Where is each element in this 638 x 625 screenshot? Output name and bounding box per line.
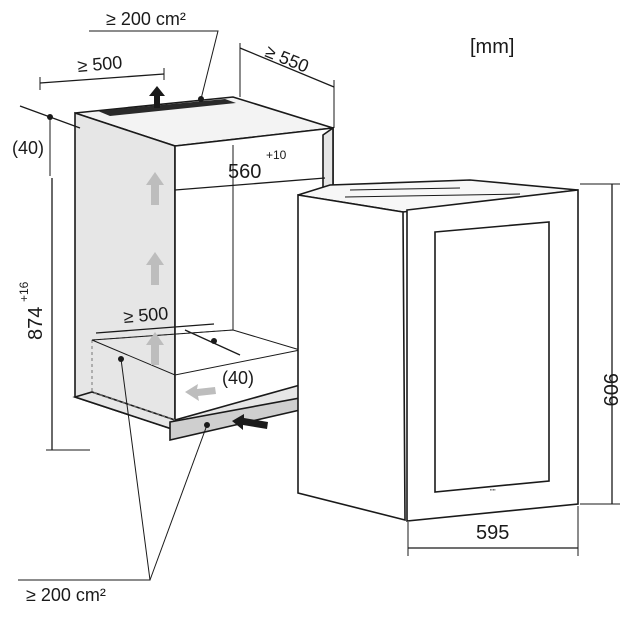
bottom-vent-area-label: ≥ 200 cm² (26, 585, 106, 605)
unit-label: [mm] (470, 36, 514, 58)
airflow-arrow-in (185, 384, 216, 401)
niche-depth-bottom-label: ≥ 500 (123, 303, 169, 327)
airflow-arrow-up-2 (146, 252, 164, 285)
niche-height-tolerance: +16 (17, 281, 31, 302)
niche-width-label: 560 (228, 161, 261, 183)
appliance-height-label: 909 (599, 373, 621, 406)
appliance-glass (434, 221, 550, 493)
gap-bottom-label: (40) (222, 368, 254, 388)
cabinet-left-side (74, 111, 176, 432)
intake-arrow-in (232, 414, 268, 430)
cabinet (72, 96, 334, 442)
dimensions (18, 30, 620, 581)
airflow-arrow-up-1 (146, 172, 164, 205)
niche-width-tolerance: +10 (266, 148, 287, 162)
appliance: ▪▪▪▪ (297, 179, 579, 522)
exhaust-arrow-up (149, 86, 165, 108)
top-vent-area-label: ≥ 200 cm² (106, 9, 186, 29)
gap-top-label: (40) (12, 138, 44, 158)
appliance-side (297, 194, 406, 522)
niche-height-label: 874 (25, 307, 47, 340)
airflow-arrow-up-3 (146, 332, 164, 365)
niche-depth-top-label: ≥ 500 (77, 52, 123, 76)
top-vent-slot (98, 99, 236, 116)
appliance-width-label: 595 (476, 522, 509, 544)
cabinet-depth-label: ≥ 550 (263, 41, 312, 76)
brand-logo: ▪▪▪▪ (490, 487, 496, 492)
airflow-arrows (146, 172, 216, 401)
